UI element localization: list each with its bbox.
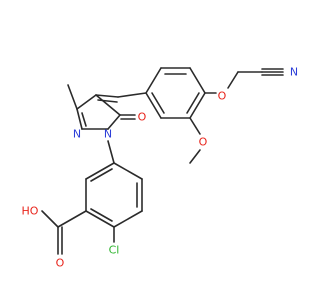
structure-drawing: N O O N N O HO O Cl (22, 66, 299, 270)
methoxy-group (189, 117, 201, 164)
molecule-diagram: N O O N N O HO O Cl (22, 66, 299, 270)
ether-oxygen-label: O (218, 90, 227, 103)
aryl-ring-lower (85, 162, 143, 228)
methoxy-oxygen-label: O (199, 136, 208, 149)
carboxylic-acid (41, 210, 87, 255)
acid-oxygen-label: O (56, 257, 65, 270)
n-aryl-bond (107, 140, 115, 164)
carbonyl-group (119, 114, 136, 120)
ring-nitrogen-upper-label: N (73, 128, 81, 141)
nitrile-nitrogen-label: N (290, 66, 298, 79)
aryl-ring-upper (145, 67, 206, 119)
carbonyl-oxygen-label: O (138, 111, 147, 124)
chlorine-label: Cl (109, 244, 120, 257)
ring-nitrogen-lower-label: N (104, 128, 112, 141)
cyanomethoxy-group (204, 68, 284, 94)
pyrazolone-ring (67, 84, 121, 130)
hydroxyl-label: HO (22, 205, 39, 218)
